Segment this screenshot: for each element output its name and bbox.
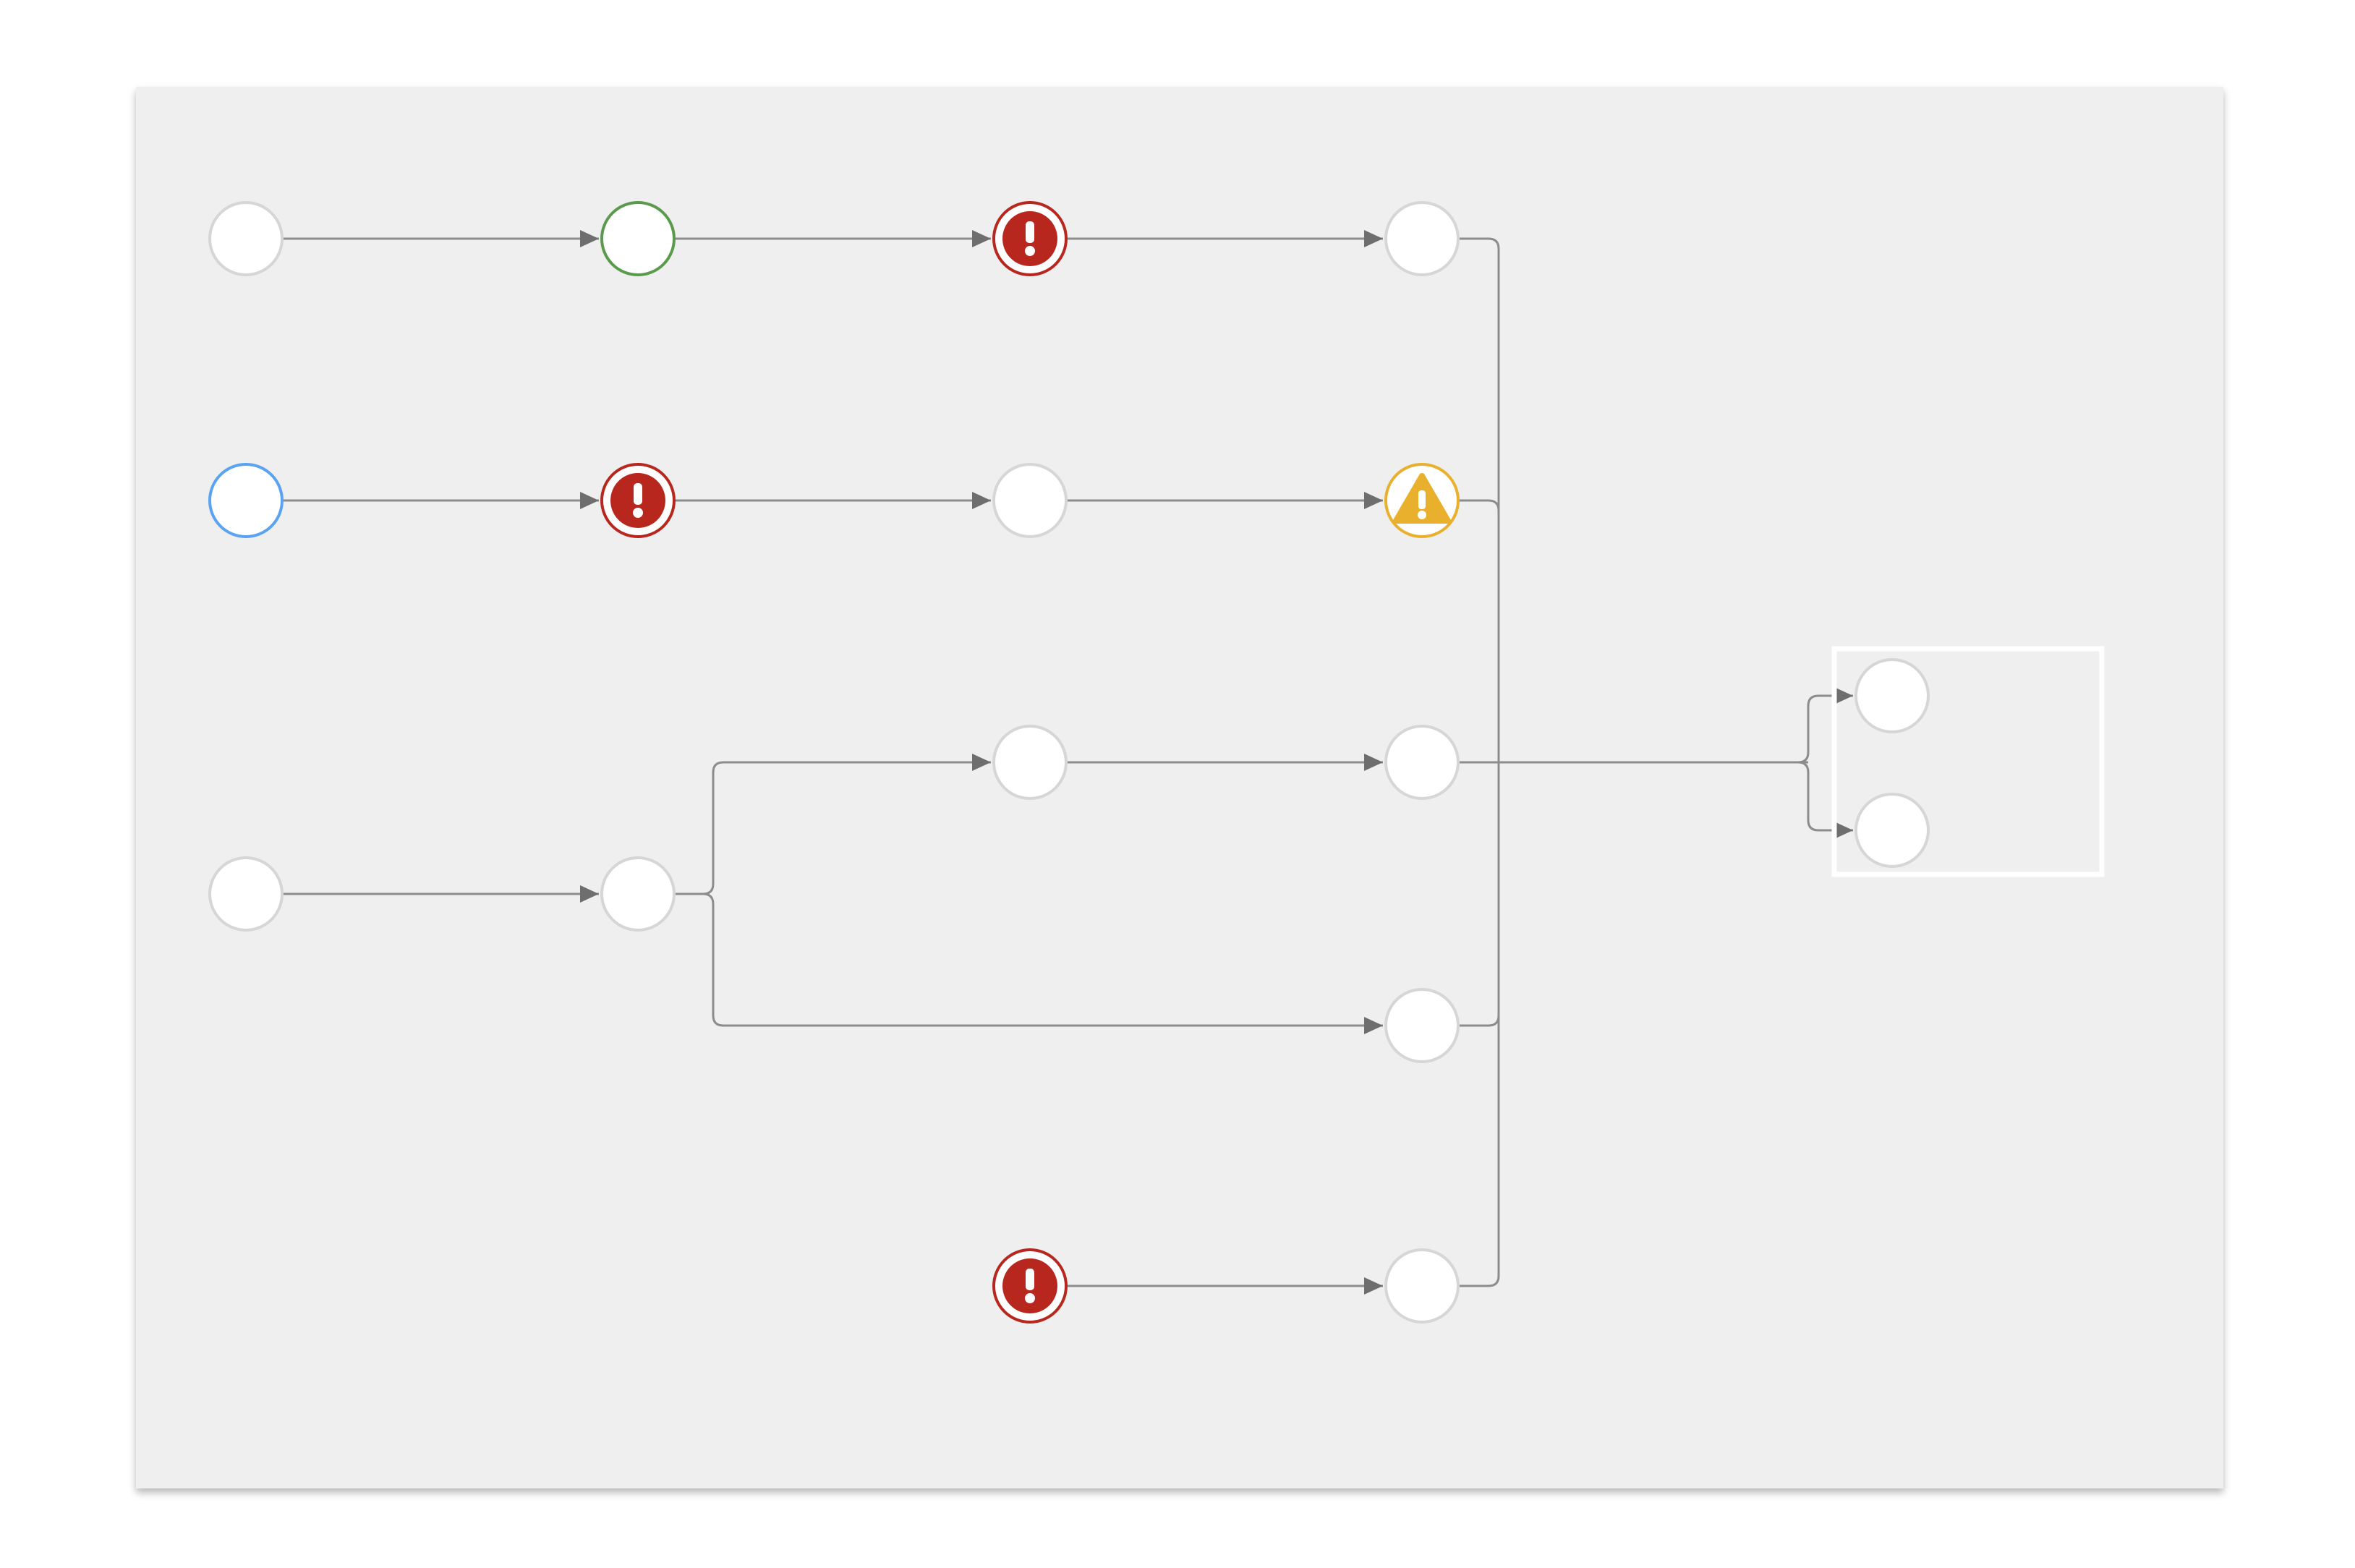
edge-n8-merge bbox=[1458, 499, 1500, 762]
node-circle bbox=[208, 201, 284, 276]
node-n10-default[interactable] bbox=[600, 856, 676, 932]
node-n11-default[interactable] bbox=[992, 725, 1068, 800]
node-n7-default[interactable] bbox=[992, 463, 1068, 538]
diagram-canvas bbox=[136, 87, 2223, 1488]
error-icon bbox=[610, 473, 665, 528]
arrowhead-n14-n15 bbox=[1364, 1277, 1383, 1295]
arrowhead-split-n16 bbox=[1834, 687, 1853, 704]
node-n6-error[interactable] bbox=[600, 463, 676, 538]
node-n3-error[interactable] bbox=[992, 201, 1068, 276]
node-circle bbox=[1854, 793, 1930, 868]
node-circle bbox=[600, 856, 676, 932]
arrowhead-n10-n13 bbox=[1364, 1017, 1383, 1034]
arrowhead-n2-n3 bbox=[972, 230, 991, 247]
node-n17-default[interactable] bbox=[1854, 793, 1930, 868]
node-n2-success[interactable] bbox=[600, 201, 676, 276]
arrowhead-split-n17 bbox=[1834, 822, 1853, 839]
node-n8-warning[interactable] bbox=[1384, 463, 1460, 538]
node-circle bbox=[1384, 988, 1460, 1063]
node-n14-error[interactable] bbox=[992, 1248, 1068, 1324]
error-icon bbox=[1002, 1258, 1057, 1313]
node-circle bbox=[208, 463, 284, 538]
node-n13-default[interactable] bbox=[1384, 988, 1460, 1063]
edge-split-n16 bbox=[1794, 694, 1853, 764]
node-n1-default[interactable] bbox=[208, 201, 284, 276]
nodes-layer bbox=[208, 201, 1930, 1324]
node-n4-default[interactable] bbox=[1384, 201, 1460, 276]
node-n5-running[interactable] bbox=[208, 463, 284, 538]
node-group-g1 bbox=[1831, 646, 2105, 877]
node-circle bbox=[1384, 725, 1460, 800]
arrowhead-n9-n10 bbox=[580, 885, 599, 903]
warning-icon bbox=[1393, 473, 1451, 524]
node-circle bbox=[1384, 1248, 1460, 1324]
arrowhead-n10-n11 bbox=[972, 754, 991, 771]
arrowhead-n11-n12 bbox=[1364, 754, 1383, 771]
node-n9-default[interactable] bbox=[208, 856, 284, 932]
arrowhead-n6-n7 bbox=[972, 492, 991, 509]
node-circle bbox=[1854, 658, 1930, 733]
groups-layer bbox=[1831, 646, 2105, 877]
edge-n4-merge bbox=[1458, 237, 1500, 762]
node-circle bbox=[992, 725, 1068, 800]
node-circle bbox=[208, 856, 284, 932]
node-n15-default[interactable] bbox=[1384, 1248, 1460, 1324]
error-icon bbox=[1002, 211, 1057, 266]
edge-n13-merge bbox=[1458, 762, 1500, 1027]
arrowhead-n3-n4 bbox=[1364, 230, 1383, 247]
edge-n15-merge bbox=[1458, 762, 1500, 1287]
edge-n10-n11 bbox=[674, 761, 991, 895]
arrowhead-n1-n2 bbox=[580, 230, 599, 247]
node-n12-default[interactable] bbox=[1384, 725, 1460, 800]
edges-layer bbox=[282, 230, 1853, 1295]
arrowhead-n7-n8 bbox=[1364, 492, 1383, 509]
node-circle bbox=[992, 463, 1068, 538]
node-n16-default[interactable] bbox=[1854, 658, 1930, 733]
node-circle bbox=[600, 201, 676, 276]
edge-n10-n13 bbox=[674, 892, 1383, 1027]
edge-split-n17 bbox=[1794, 761, 1853, 832]
node-circle bbox=[1384, 201, 1460, 276]
arrowhead-n5-n6 bbox=[580, 492, 599, 509]
